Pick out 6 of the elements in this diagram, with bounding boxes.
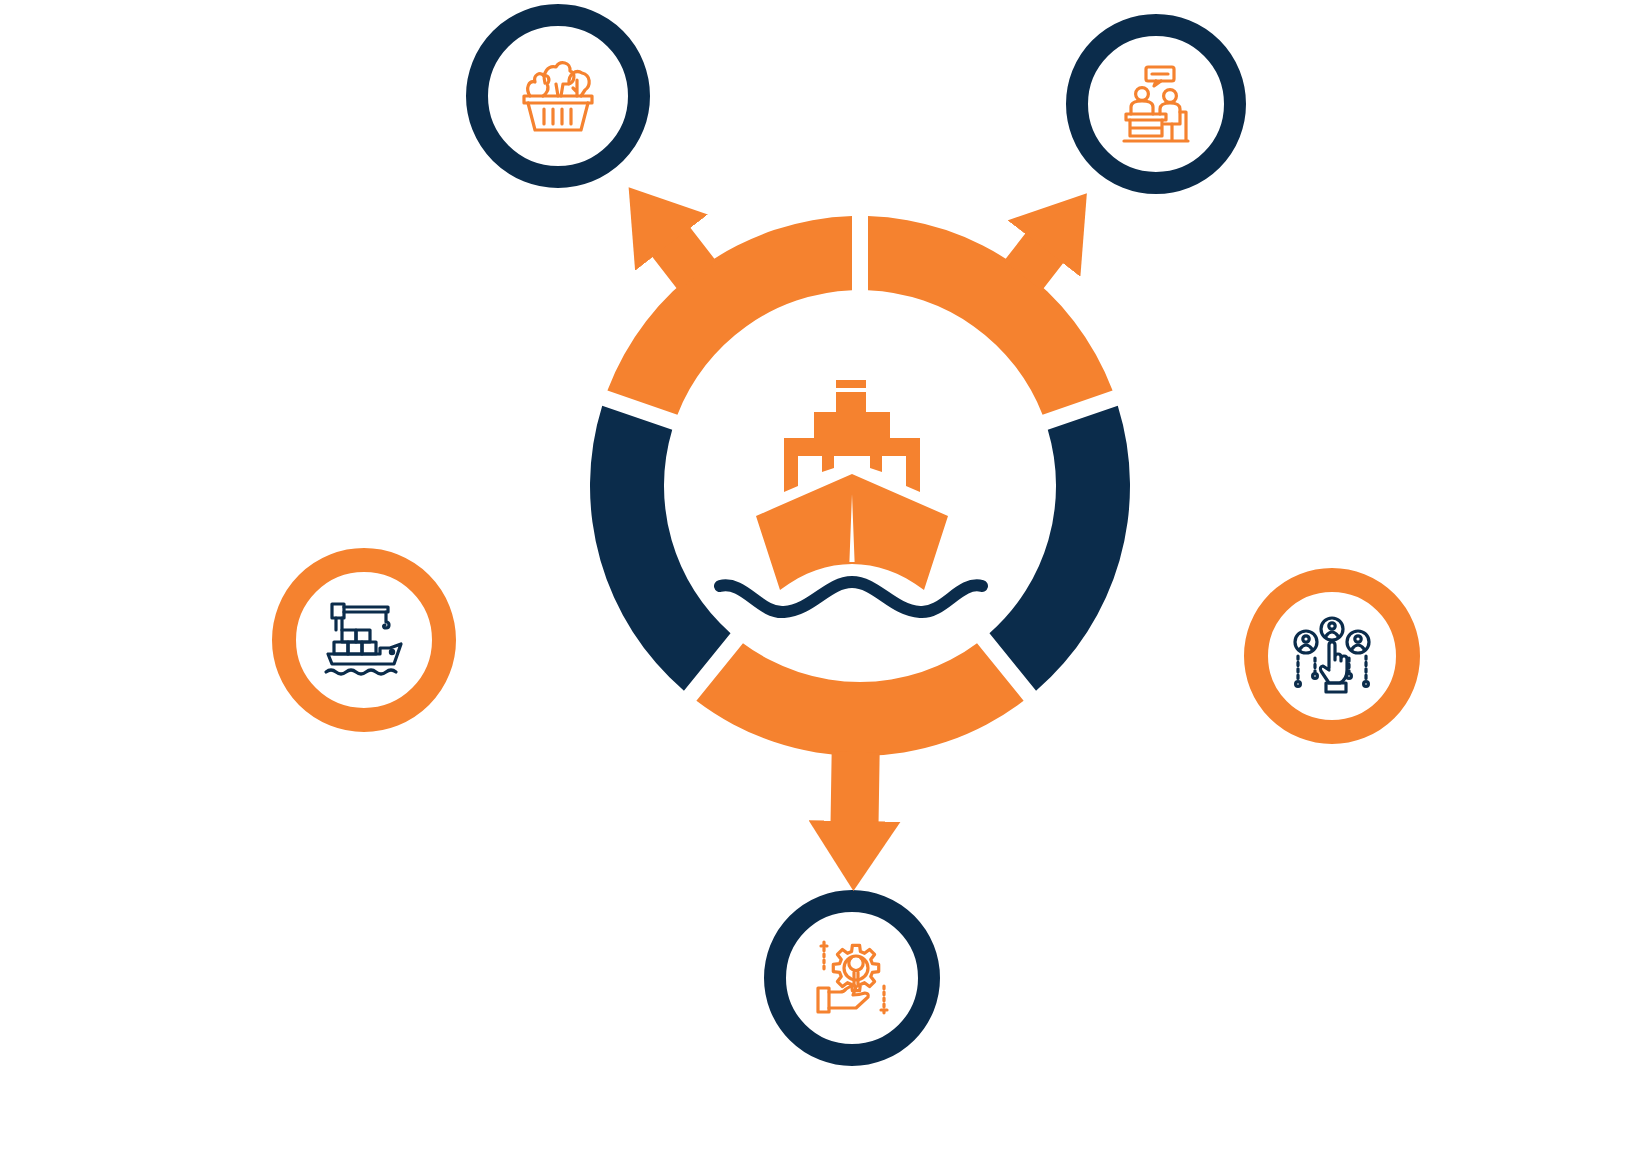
circle-frame xyxy=(764,890,940,1066)
arrow xyxy=(808,751,901,891)
circle-frame xyxy=(466,4,650,188)
circle-frame xyxy=(272,548,456,732)
circle-frame xyxy=(1066,14,1246,194)
circle-frame xyxy=(1244,568,1420,744)
